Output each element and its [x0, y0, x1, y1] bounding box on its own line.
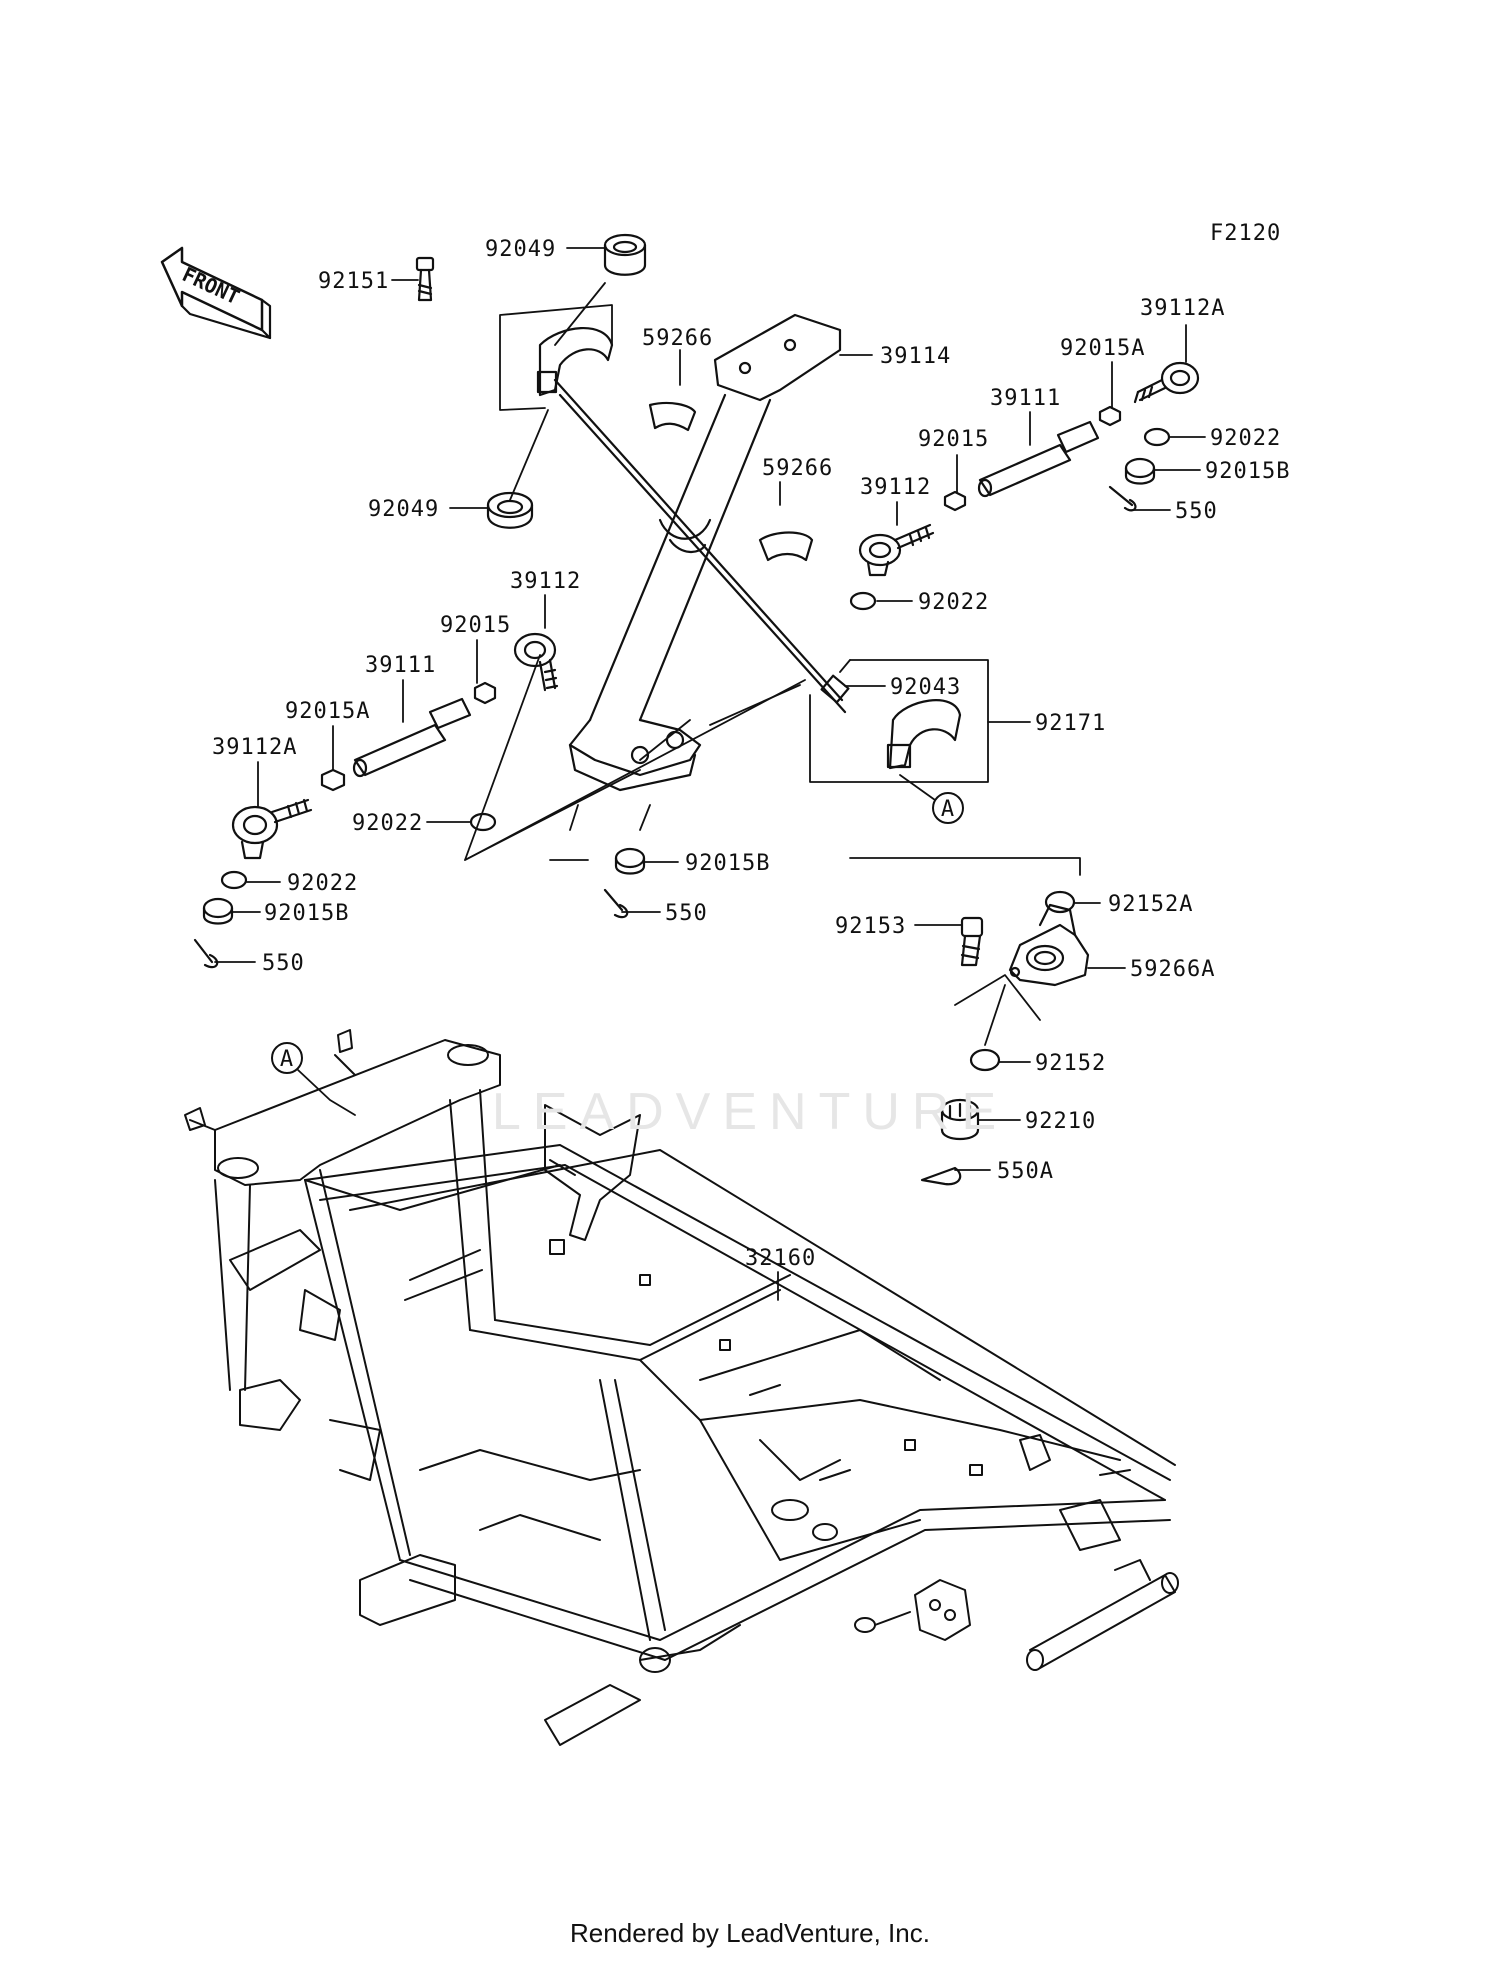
rod-39111-right-icon	[977, 420, 1100, 498]
part-label-39111-right: 39111	[990, 386, 1061, 411]
watermark-text: LEADVENTURE	[491, 1083, 1009, 1141]
tie-rod-end-39112-left-icon	[513, 632, 559, 692]
part-label-39114: 39114	[880, 344, 951, 369]
nut-92015B-right-icon	[1124, 457, 1156, 485]
part-label-550-center: 550	[665, 901, 708, 926]
part-label-92153: 92153	[835, 914, 906, 939]
part-label-92022-left-mid: 92022	[352, 811, 423, 836]
part-label-39112-left: 39112	[510, 569, 581, 594]
diagram-code: F2120	[1210, 221, 1281, 246]
part-label-39112-right: 39112	[860, 475, 931, 500]
part-label-92152: 92152	[1035, 1051, 1106, 1076]
footer-credit: Rendered by LeadVenture, Inc.	[570, 1918, 930, 1948]
nut-92015A-right-icon	[1098, 405, 1122, 427]
callout-a-top: A	[941, 797, 955, 822]
part-label-550A: 550A	[997, 1159, 1054, 1184]
part-label-92015B-center: 92015B	[685, 851, 770, 876]
rod-39111-left-icon	[352, 697, 472, 778]
part-label-59266-mid: 59266	[762, 456, 833, 481]
washer-92152-icon	[969, 1048, 1001, 1072]
handlebar-clamp-top-icon	[536, 327, 614, 397]
part-label-59266A: 59266A	[1130, 957, 1215, 982]
bushing-92049-top-icon	[603, 233, 647, 276]
part-label-92171: 92171	[1035, 711, 1106, 736]
nut-92015-left-icon	[473, 681, 497, 705]
part-label-92022-right-mid: 92022	[918, 590, 989, 615]
tie-rod-diagonal	[553, 378, 847, 714]
part-label-92151: 92151	[318, 269, 389, 294]
collar-59266-mid-icon	[758, 531, 814, 562]
part-label-39112A-right: 39112A	[1140, 296, 1225, 321]
part-label-92022-right-top: 92022	[1210, 426, 1281, 451]
cotter-pin-550-center-icon	[603, 888, 629, 919]
washer-92022-left-mid-icon	[469, 812, 497, 832]
washer-92022-right-mid-icon	[849, 591, 877, 611]
front-arrow-icon	[160, 246, 272, 340]
washer-92022-right-top-icon	[1143, 427, 1171, 447]
part-label-92015A-right: 92015A	[1060, 336, 1145, 361]
leader-box-top	[499, 304, 613, 411]
part-label-39112A-left: 39112A	[212, 735, 297, 760]
bolt-92151-icon	[415, 256, 435, 302]
part-label-92015B-right: 92015B	[1205, 459, 1290, 484]
steering-bearing-59266A-icon	[1008, 903, 1090, 987]
callout-a-bottom-circle	[271, 1042, 303, 1074]
tie-rod-end-39112A-left-icon	[231, 798, 313, 860]
nut-92015B-center-icon	[614, 847, 646, 875]
sleeve-92043-icon	[820, 674, 850, 704]
part-label-39111-left: 39111	[365, 653, 436, 678]
tie-rod-end-39112A-right-icon	[1133, 361, 1200, 404]
part-label-59266-top: 59266	[642, 326, 713, 351]
cotter-pin-550-right-icon	[1108, 485, 1137, 512]
part-label-92043: 92043	[890, 675, 961, 700]
nut-92015A-left-icon	[320, 768, 346, 792]
collar-59266-top-icon	[648, 401, 697, 432]
part-label-92210: 92210	[1025, 1109, 1096, 1134]
castle-nut-92210-icon	[940, 1098, 980, 1141]
part-label-92015-right: 92015	[918, 427, 989, 452]
part-label-550-right: 550	[1175, 499, 1218, 524]
part-label-32160: 32160	[745, 1246, 816, 1271]
washer-92152A-icon	[1044, 890, 1076, 914]
part-label-92015B-left: 92015B	[264, 901, 349, 926]
nut-92015-right-icon	[943, 490, 967, 512]
bolt-92153-icon	[960, 916, 984, 967]
nut-92015B-left-icon	[202, 897, 234, 925]
part-label-92015-left: 92015	[440, 613, 511, 638]
bushing-92049-bottom-icon	[486, 491, 534, 529]
part-label-92049-bottom: 92049	[368, 497, 439, 522]
main-frame-32160-icon	[184, 1029, 1179, 1746]
cotter-pin-550-left-icon	[193, 938, 219, 969]
washer-92022-left-low-icon	[220, 870, 248, 890]
part-label-92022-left-low: 92022	[287, 871, 358, 896]
part-label-92015A-left: 92015A	[285, 699, 370, 724]
steering-shaft-39114-icon	[568, 313, 842, 792]
callout-a-bottom: A	[280, 1047, 294, 1072]
callout-a-top-circle	[932, 792, 964, 824]
tie-rod-end-39112-right-icon	[858, 523, 935, 577]
handlebar-clamp-92171-icon	[886, 699, 962, 770]
part-label-92049-top: 92049	[485, 237, 556, 262]
part-label-92152A: 92152A	[1108, 892, 1193, 917]
cotter-pin-550A-icon	[920, 1166, 962, 1186]
leader-lines	[214, 247, 1206, 1301]
part-label-550-left: 550	[262, 951, 305, 976]
